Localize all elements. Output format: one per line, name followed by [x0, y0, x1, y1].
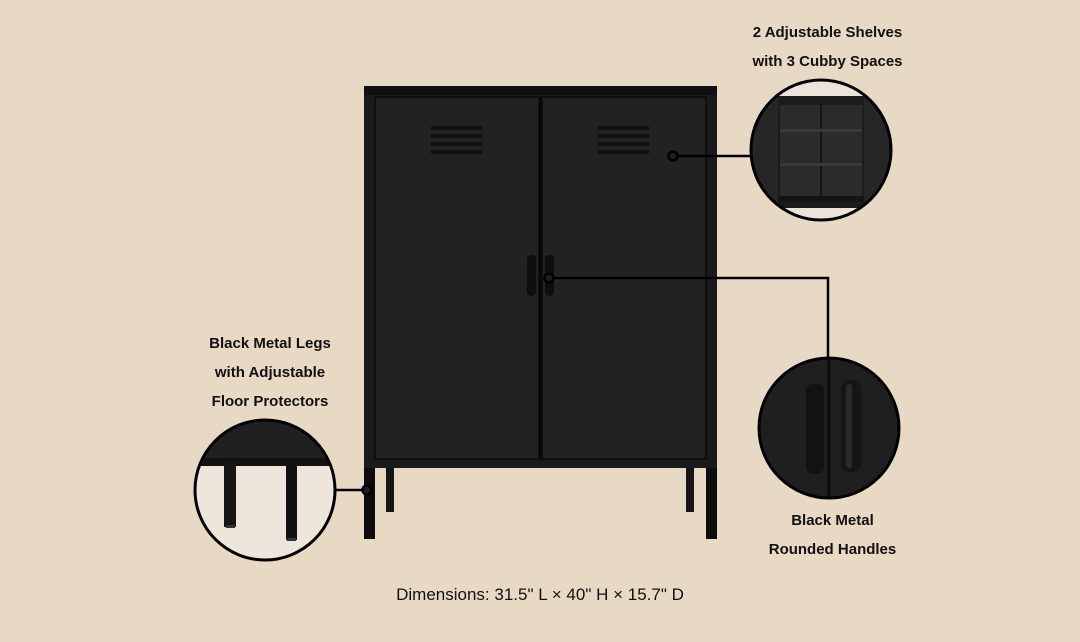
callout-handles-line1: Black Metal	[791, 512, 874, 529]
leader-dot-shelves	[667, 150, 679, 162]
cabinet-leg-back-right	[686, 462, 694, 512]
zoom-circle-shelves	[749, 78, 893, 222]
leader-dot-legs	[361, 484, 373, 496]
leader-dot-handles	[543, 272, 555, 284]
zoom-circle-handles	[757, 356, 901, 500]
callout-legs-line3: Floor Protectors	[211, 393, 329, 410]
dimensions-text: Dimensions: 31.5" L × 40" H × 15.7" D	[396, 585, 684, 604]
cabinet	[364, 86, 717, 539]
cabinet-leg-front-left	[364, 462, 375, 539]
callout-shelves-line1: 2 Adjustable Shelves	[752, 24, 903, 41]
door-vent-right	[598, 126, 649, 154]
callout-legs-line1: Black Metal Legs	[209, 335, 331, 352]
cabinet-top	[364, 86, 717, 95]
callout-shelves-line2: with 3 Cubby Spaces	[752, 53, 903, 70]
callout-handles: Black Metal Rounded Handles	[740, 506, 925, 564]
door-handle-left	[527, 255, 536, 296]
cabinet-leg-back-left	[386, 462, 394, 512]
callout-handles-line2: Rounded Handles	[768, 541, 897, 558]
callout-shelves: 2 Adjustable Shelves with 3 Cubby Spaces	[720, 18, 935, 76]
door-vent-left	[431, 126, 482, 154]
cabinet-door-left	[374, 96, 540, 460]
zoom-circle-legs	[193, 418, 337, 562]
callout-legs-line2: with Adjustable	[214, 364, 326, 381]
cabinet-leg-front-right	[706, 462, 717, 539]
callout-legs: Black Metal Legs with Adjustable Floor P…	[180, 329, 360, 416]
